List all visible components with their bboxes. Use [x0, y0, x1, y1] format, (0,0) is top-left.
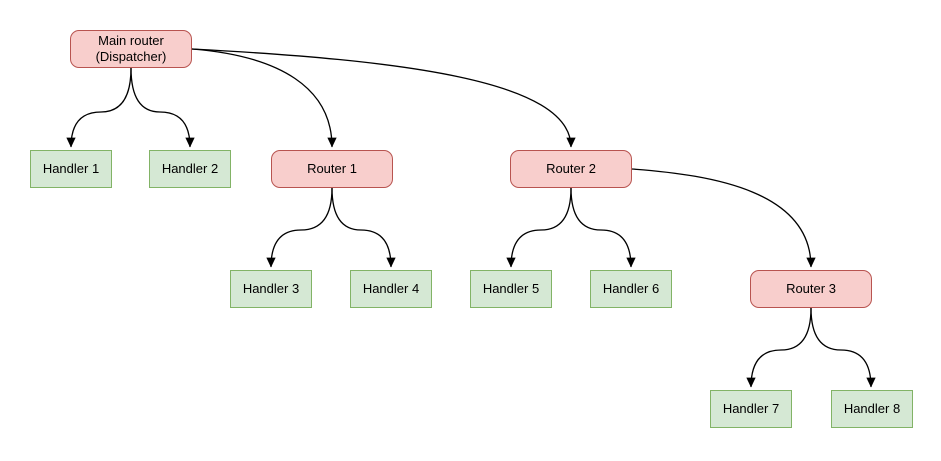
- edge-router-3-to-handler-8: [810, 307, 876, 388]
- node-handler-5: Handler 5: [470, 270, 552, 308]
- node-handler-3: Handler 3: [230, 270, 312, 308]
- edge-main-router-to-handler-1: [66, 67, 132, 148]
- node-router-2: Router 2: [510, 150, 632, 188]
- node-router-3: Router 3: [750, 270, 872, 308]
- edge-router-2-to-handler-5: [506, 187, 572, 268]
- node-handler-4: Handler 4: [350, 270, 432, 308]
- node-handler-7: Handler 7: [710, 390, 792, 428]
- edge-router-1-to-handler-4: [331, 187, 396, 268]
- node-handler-6: Handler 6: [590, 270, 672, 308]
- edge-main-router-to-router-2: [191, 48, 576, 148]
- edge-main-router-to-router-1: [191, 48, 337, 148]
- node-main-router-dispatcher: Main router (Dispatcher): [70, 30, 192, 68]
- edge-main-router-to-handler-2: [130, 67, 195, 148]
- edge-router-1-to-handler-3: [266, 187, 333, 268]
- edge-router-3-to-handler-7: [746, 307, 812, 388]
- node-handler-2: Handler 2: [149, 150, 231, 188]
- node-handler-8: Handler 8: [831, 390, 913, 428]
- edge-router-2-to-router-3: [631, 168, 816, 268]
- node-handler-1: Handler 1: [30, 150, 112, 188]
- edge-router-2-to-handler-6: [570, 187, 636, 268]
- node-router-1: Router 1: [271, 150, 393, 188]
